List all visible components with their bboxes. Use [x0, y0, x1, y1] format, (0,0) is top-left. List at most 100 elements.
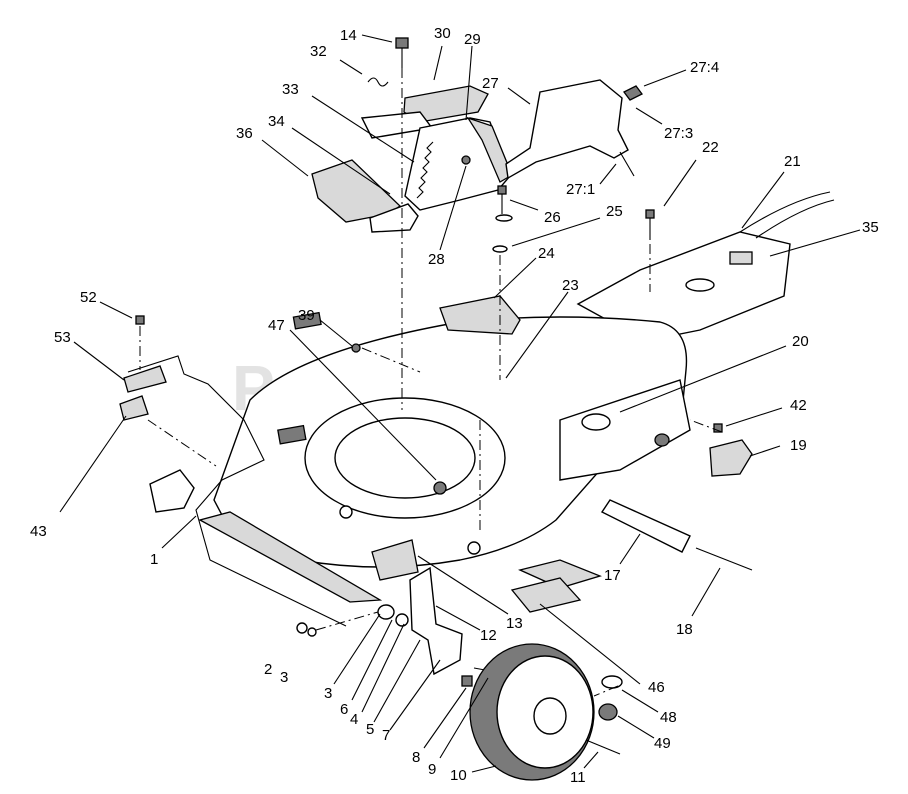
leader-12 — [435, 605, 481, 631]
deck-label-2 — [277, 424, 307, 445]
bolt-14-head — [395, 37, 409, 49]
leader-34 — [291, 127, 391, 195]
washer-25 — [492, 245, 508, 253]
leader-21 — [741, 171, 785, 229]
spring-33 — [416, 141, 434, 199]
callout-22: 22 — [702, 139, 719, 156]
callout-9: 9 — [428, 761, 436, 778]
center-line-6 — [147, 419, 217, 467]
clip-32 — [367, 77, 389, 87]
callout-27: 27 — [482, 75, 499, 92]
leader-35 — [769, 229, 861, 257]
leader-7 — [389, 659, 441, 731]
axle-bracket-12 — [409, 566, 463, 676]
leader-27-1 — [599, 163, 617, 185]
callout-2: 2 — [264, 661, 272, 678]
leader-39 — [319, 319, 353, 347]
leader-43 — [59, 415, 127, 513]
callout-49: 49 — [654, 735, 671, 752]
callout-48: 48 — [660, 709, 677, 726]
leader-42 — [725, 407, 783, 427]
bracket-43 — [119, 395, 149, 421]
callout-1: 1 — [150, 551, 158, 568]
leader-28 — [439, 165, 467, 251]
callout-20: 20 — [792, 333, 809, 350]
nut-8 — [461, 675, 473, 687]
washer-3 — [307, 627, 317, 637]
leader-27-3 — [635, 107, 663, 125]
handle-wire-1 — [127, 355, 347, 627]
leader-36 — [261, 139, 309, 177]
deck-label-1 — [292, 311, 322, 330]
bracket-foot — [369, 203, 419, 233]
callout-39: 39 — [298, 307, 315, 324]
callout-30: 30 — [434, 25, 451, 42]
callout-27-4: 27:4 — [690, 59, 719, 76]
leader-20 — [619, 345, 787, 413]
leader-9 — [439, 677, 489, 759]
leader-19 — [749, 445, 781, 457]
callout-46: 46 — [648, 679, 665, 696]
wheel-10 — [469, 643, 621, 781]
front-parts — [296, 295, 753, 721]
rear-cable — [739, 191, 831, 233]
deck-bottom-flange — [198, 511, 383, 603]
leader-33 — [311, 95, 415, 163]
deck-side-rail — [559, 379, 691, 481]
pin-27-1 — [619, 151, 635, 177]
callout-3-lower: 3 — [324, 685, 332, 702]
bracket-rear — [149, 469, 195, 513]
bolt-42 — [713, 423, 723, 433]
center-line-9 — [593, 685, 619, 697]
washer-6 — [377, 604, 395, 620]
callout-32: 32 — [310, 43, 327, 60]
callout-13: 13 — [506, 615, 523, 632]
callout-34: 34 — [268, 113, 285, 130]
callout-35: 35 — [862, 219, 879, 236]
leader-22 — [663, 159, 697, 207]
bolt-22-head — [645, 209, 655, 219]
bolt-47 — [433, 481, 447, 495]
baffle-46 — [510, 577, 582, 613]
leader-6 — [351, 619, 393, 701]
washer-26 — [495, 214, 513, 222]
callout-52: 52 — [80, 289, 97, 306]
callout-26: 26 — [544, 209, 561, 226]
callout-11: 11 — [570, 769, 586, 786]
bolt-39 — [351, 343, 361, 353]
deck-pivot — [654, 433, 670, 447]
nut-2 — [296, 622, 308, 634]
deck-pulley — [581, 413, 611, 431]
callout-53: 53 — [54, 329, 71, 346]
callout-27-3: 27:3 — [664, 125, 693, 142]
callout-10: 10 — [450, 767, 467, 784]
callout-labels: 14 30 29 32 27 27:4 33 27:3 36 34 22 21 … — [30, 25, 879, 786]
callout-3-upper: 3 — [280, 669, 288, 686]
callout-42: 42 — [790, 397, 807, 414]
leader-10 — [471, 765, 497, 773]
handle-clip-27-4 — [623, 85, 643, 101]
leader-49 — [617, 715, 655, 739]
callout-33: 33 — [282, 81, 299, 98]
height-adjuster-13 — [371, 539, 419, 581]
callout-4: 4 — [350, 711, 358, 728]
bolt-26 — [497, 185, 507, 195]
leader-23 — [505, 291, 569, 379]
callout-47: 47 — [268, 317, 285, 334]
leader-14 — [361, 34, 393, 43]
knob-28 — [461, 155, 471, 165]
leader-32 — [339, 59, 363, 75]
callout-7: 7 — [382, 727, 390, 744]
mower-deck — [198, 311, 691, 603]
leader-47 — [289, 329, 437, 481]
nut-49 — [598, 703, 618, 721]
leader-48 — [621, 689, 659, 713]
callout-21: 21 — [784, 153, 801, 170]
washer-48 — [601, 675, 623, 689]
leader-8 — [423, 687, 467, 749]
handle-bracket-assembly — [311, 37, 513, 253]
wheel-hub — [533, 697, 567, 735]
center-lines — [139, 68, 723, 697]
leader-46 — [539, 603, 641, 685]
